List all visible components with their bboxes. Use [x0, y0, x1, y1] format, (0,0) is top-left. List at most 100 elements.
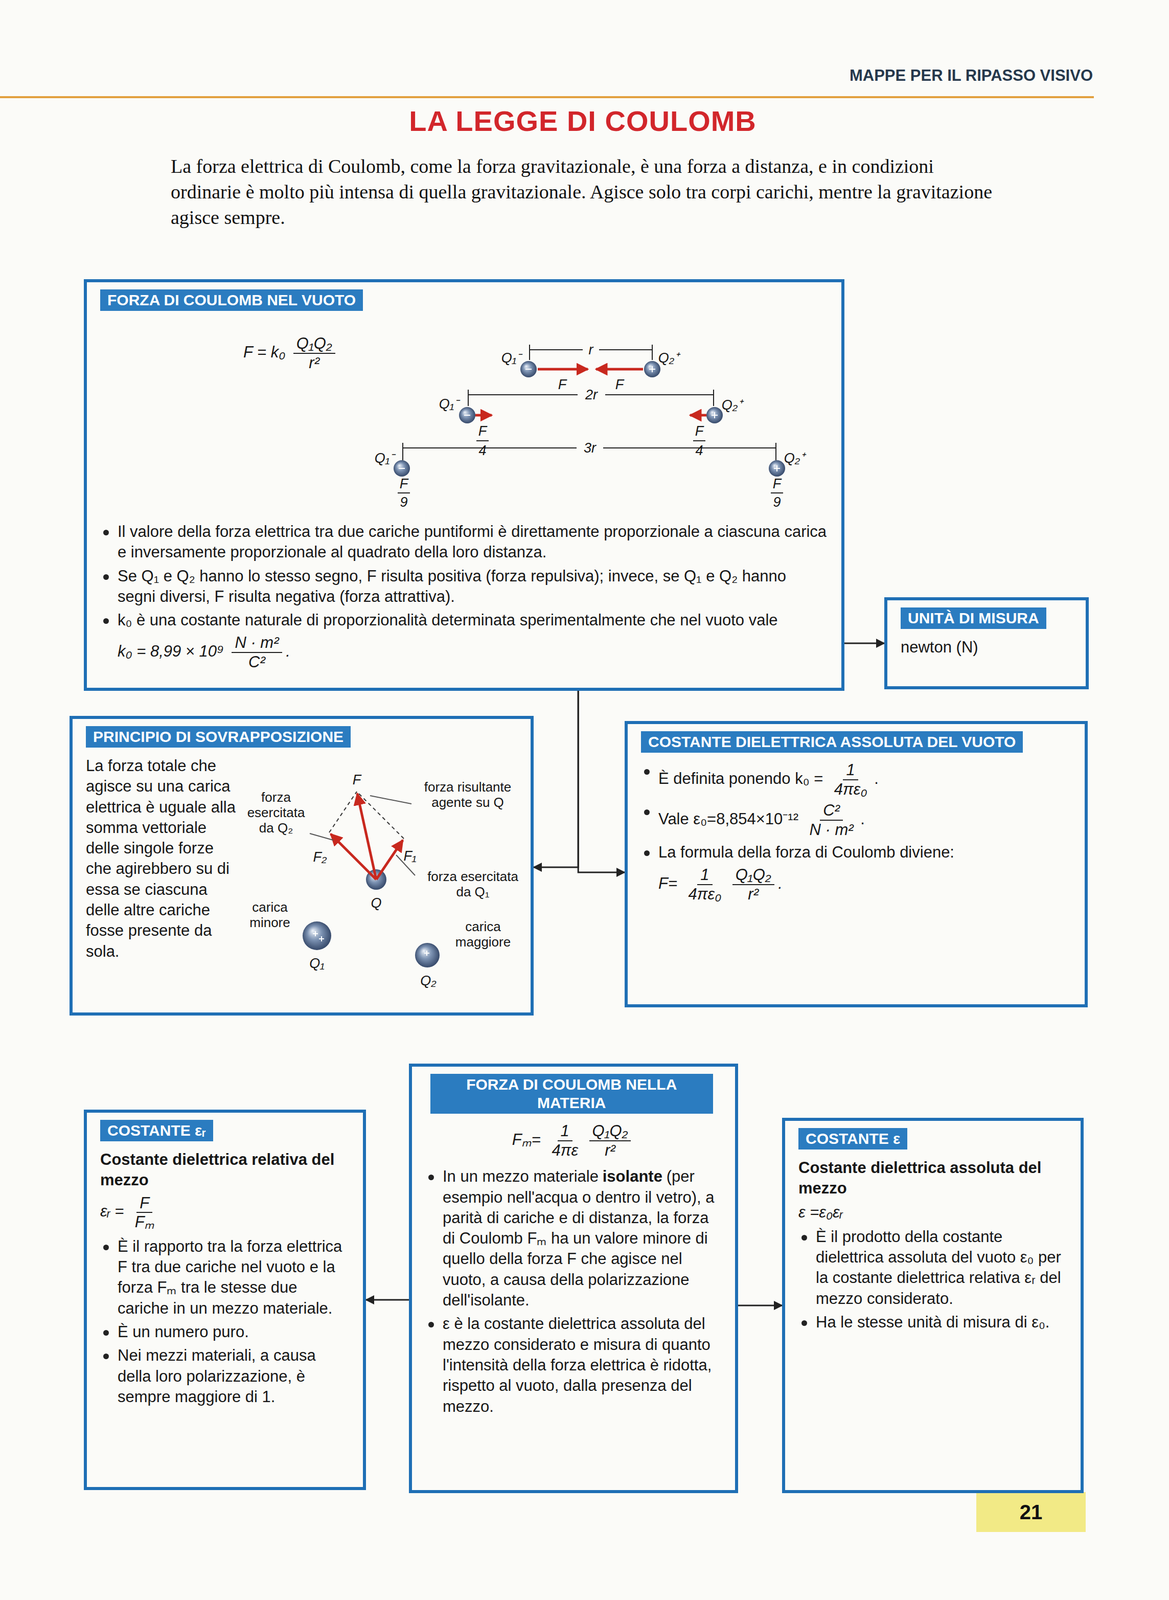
charges: [302, 360, 786, 968]
fraction: FFₘ: [131, 1193, 158, 1231]
callout-text: forza esercitata da Q₂: [242, 789, 310, 836]
connector: [533, 690, 579, 867]
text-row: k₀ è una costante naturale di proporzion…: [100, 609, 829, 631]
bullet-text: Ha le stesse unità di misura di ε₀.: [815, 1312, 1050, 1331]
body-text: La forza totale che agisce su una carica…: [85, 756, 236, 960]
bullet-text: È il rapporto tra la forza elettrica F t…: [117, 1236, 342, 1317]
vector-label: F₁: [403, 847, 417, 864]
force-label: F: [772, 475, 782, 492]
fraction-denominator: r²: [744, 884, 762, 904]
page-number: 21: [1019, 1500, 1043, 1524]
text-row: Costante dielettrica assoluta del mezzo: [798, 1157, 1068, 1199]
fraction-numerator: Q₁Q₂: [293, 334, 336, 354]
force-label: F: [399, 475, 409, 492]
charge-label: Q₂⁺: [784, 447, 805, 467]
formula-text: .: [285, 642, 291, 660]
box-heading: COSTANTE DIELETTRICA ASSOLUTA DEL VUOTO: [640, 730, 1023, 753]
text-row: COSTANTE εᵣ: [100, 1119, 350, 1146]
fraction: C²N · m²: [806, 800, 857, 839]
text-row: COSTANTE ε: [798, 1127, 1068, 1155]
force-label: F: [695, 423, 704, 440]
concept-box: COSTANTE εᵣ Costante dielettrica relativa…: [83, 1109, 366, 1490]
text-row: Ha le stesse unità di misura di ε₀.: [798, 1311, 1068, 1333]
formula-text: Fₘ=: [512, 1130, 541, 1149]
fraction-numerator: N · m²: [231, 633, 282, 653]
charge-label: Q₁⁻: [501, 347, 522, 367]
distance-label: r: [586, 341, 596, 358]
callout-text: forza risultante agente su Q: [411, 779, 524, 811]
bullet-text: Il valore della forza elettrica tra due …: [117, 522, 827, 561]
text-row: F=14πε₀Q₁Q₂r².: [658, 865, 1072, 903]
text-row: F = k₀Q₁Q₂r²: [243, 318, 829, 519]
fraction-denominator: 4πε₀: [831, 780, 871, 799]
text-row: Se Q₁ e Q₂ hanno lo stesso segno, F risu…: [100, 565, 829, 608]
text-row: In un mezzo materialeisolante(per esempi…: [425, 1165, 722, 1311]
force-label: F: [615, 376, 625, 393]
bullet-text: Vale ε₀=8,854×10⁻¹²: [658, 809, 799, 828]
fraction: 14πε: [548, 1121, 582, 1159]
charge-signs: [312, 365, 781, 956]
text-row: Il valore della forza elettrica tra due …: [100, 521, 829, 563]
force-label: F: [558, 376, 567, 393]
fraction-denominator: r²: [305, 353, 323, 373]
vector-label: F₂: [313, 849, 328, 865]
connector: [738, 1304, 783, 1306]
fraction-numerator: Q₁Q₂: [589, 1121, 632, 1141]
fraction-numerator: 1: [557, 1121, 573, 1141]
bullet-text: In un mezzo materiale: [442, 1166, 599, 1185]
charge-label: Q₁⁻: [439, 393, 460, 413]
concept-box: COSTANTE εCostante dielettrica assoluta …: [782, 1117, 1084, 1493]
charge-label: Q₂: [420, 972, 437, 989]
formula-text: .: [777, 874, 783, 892]
fraction: Q₁Q₂r²: [589, 1121, 632, 1159]
bullet-text: È definita ponendo k₀ =: [658, 769, 823, 788]
concept-box: FORZA DI COULOMB NELLA MATERIAFₘ=14πεQ₁Q…: [408, 1063, 739, 1493]
vector-label: F: [352, 771, 362, 788]
fraction-numerator: Q₁Q₂: [732, 865, 775, 885]
text-row: UNITÀ DI MISURA: [900, 607, 1073, 634]
text-row: ε è la costante dielettrica assoluta del…: [425, 1313, 722, 1416]
fraction-denominator: Fₘ: [131, 1212, 158, 1231]
concept-box: COSTANTE DIELETTRICA ASSOLUTA DEL VUOTO È…: [624, 720, 1088, 1007]
fraction: N · m²C²: [231, 633, 282, 671]
section-header: MAPPE PER IL RIPASSO VISIVO: [849, 66, 1093, 85]
text-row: newton (N): [900, 636, 1073, 658]
text-row: È definita ponendo k₀ =14πε₀.: [640, 760, 1072, 798]
text-row: ε =ε₀εᵣ: [798, 1201, 1068, 1223]
bullet-text: ε è la costante dielettrica assoluta del…: [442, 1314, 712, 1415]
box-subtitle: Costante dielettrica relativa del mezzo: [100, 1150, 335, 1189]
text-row: È il rapporto tra la forza elettrica F t…: [100, 1235, 350, 1319]
distance-label: 3r: [581, 440, 599, 456]
fraction-denominator: 4πε₀: [685, 884, 725, 904]
bullet-text: È un numero puro.: [117, 1322, 249, 1341]
bullet-text: .: [860, 809, 865, 828]
fraction: Q₁Q₂r²: [732, 865, 775, 903]
intro-text: La forza elettrica di Coulomb, come la f…: [170, 153, 999, 231]
force-divisor: 4: [695, 442, 703, 459]
charge-label: Q₂⁺: [658, 347, 679, 367]
fraction-denominator: N · m²: [806, 820, 857, 839]
distance-label: 2r: [583, 386, 600, 403]
bullet-text: isolante: [602, 1166, 663, 1185]
charge-label: Q: [370, 895, 382, 911]
text-row: COSTANTE DIELETTRICA ASSOLUTA DEL VUOTO: [640, 730, 1072, 758]
box-heading: COSTANTE εᵣ: [100, 1119, 214, 1141]
callout-text: carica maggiore: [447, 919, 519, 950]
charge-label: Q₂⁺: [721, 394, 743, 414]
bullet-text: Se Q₁ e Q₂ hanno lo stesso segno, F risu…: [117, 566, 787, 606]
body-text: newton (N): [900, 637, 979, 656]
charge-label: Q₁: [309, 955, 325, 972]
fraction-denominator: 4πε: [548, 1140, 582, 1160]
text-row: È un numero puro.: [100, 1321, 350, 1342]
text-row: FORZA DI COULOMB NELLA MATERIA: [430, 1073, 717, 1119]
formula-text: F=: [658, 874, 678, 892]
text-row: La forza totale che agisce su una carica…: [85, 755, 240, 962]
formula-text: εᵣ =: [100, 1201, 124, 1220]
bullet-text: Nei mezzi materiali, a causa della loro …: [117, 1345, 316, 1406]
text-row: εᵣ = FFₘ: [100, 1193, 350, 1231]
text-row: FORZA DI COULOMB NEL VUOTO: [100, 289, 829, 316]
text-row: Vale ε₀=8,854×10⁻¹² C²N · m².: [640, 800, 1072, 839]
leader-lines: [309, 795, 416, 876]
connector: [365, 1298, 409, 1301]
text-row: Costante dielettrica relativa del mezzo: [100, 1149, 350, 1191]
